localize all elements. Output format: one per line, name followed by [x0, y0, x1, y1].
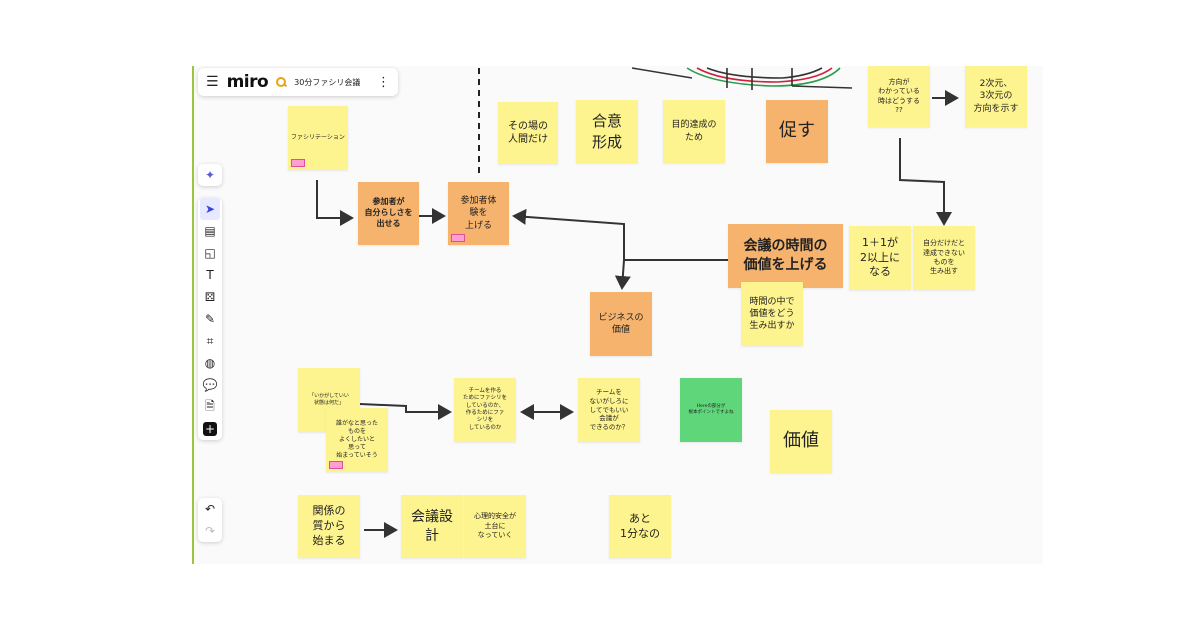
sticky-text: その場の 人間だけ	[508, 120, 548, 146]
sticky-note[interactable]: 1＋1が 2以上に なる	[849, 226, 911, 290]
shapes-icon[interactable]: ⚄	[204, 290, 216, 304]
sticky-text: 誰がなと思った ものを よくしたいと 思って 始まっていそう	[335, 419, 378, 460]
frame-icon[interactable]: ⌗	[206, 333, 214, 348]
sticky-tag	[451, 234, 465, 242]
connector	[316, 180, 354, 226]
miro-logo: miro	[226, 72, 269, 92]
palette-icon[interactable]: ◍	[204, 356, 216, 370]
sticky-text: 会議の時間の 価値を上げる	[743, 238, 828, 273]
sticky-text: 方向が わかっている 時はどうする ??	[878, 77, 920, 114]
sticky-note[interactable]: ファシリテーション	[288, 106, 348, 170]
connector	[512, 208, 625, 260]
ai-toolbar: ✦	[198, 164, 222, 186]
sticky-note[interactable]: 参加者が 自分らしさを 出せる	[358, 182, 419, 245]
add-icon[interactable]: +	[203, 422, 217, 436]
sticky-note[interactable]: 2次元、 3次元の 方向を示す	[965, 66, 1027, 127]
comment-icon[interactable]: 💬	[202, 378, 218, 392]
sticky-note[interactable]: 会議の時間の 価値を上げる	[728, 224, 843, 288]
sticky-note[interactable]: 参加者体 験を 上げる	[448, 182, 509, 245]
board-title[interactable]: 30分ファシリ会議	[294, 77, 361, 87]
sticky-text: 価値	[783, 430, 819, 452]
sticky-note[interactable]: 方向が わかっている 時はどうする ??	[868, 66, 930, 127]
sticky-note[interactable]: Hereの部分が 根本ポイントですよね	[680, 378, 742, 442]
sparkle-icon[interactable]: ✦	[204, 168, 216, 182]
search-icon[interactable]	[276, 77, 287, 87]
sticky-note[interactable]: 促す	[766, 100, 828, 163]
sticky-note-icon[interactable]: ◱	[204, 246, 216, 260]
board-canvas[interactable]: ファシリテーション 参加者が 自分らしさを 出せる 参加者体 験を 上げる その…	[192, 66, 1043, 564]
sticky-tag	[329, 461, 343, 469]
sticky-text: 合意 形成	[591, 112, 622, 151]
sketch-drawing	[631, 67, 853, 90]
sticky-text: チームを作る ためにファシリを しているのか、 作るためにファ シリを している…	[462, 387, 507, 431]
connector	[359, 403, 452, 420]
sticky-note[interactable]: ビジネスの 価値	[590, 292, 652, 356]
history-toolbar: ↶ ↷	[198, 498, 222, 542]
sticky-note[interactable]: チームを ないがしろに してでもいい 会議が できるのか？	[578, 378, 640, 442]
sticky-text: 時間の中で 価値をどう 生み出すか	[749, 296, 795, 332]
sticky-text: 目的達成の ため	[671, 120, 717, 143]
sticky-text: 「いかがしていい 状態は何だ」	[309, 393, 349, 406]
sticky-text: 関係の 質から 始まる	[312, 504, 346, 547]
sticky-text: 2次元、 3次元の 方向を示す	[973, 79, 1019, 114]
select-cursor-icon[interactable]: ➤	[200, 198, 220, 220]
sticky-note[interactable]: 時間の中で 価値をどう 生み出すか	[741, 282, 803, 346]
sticky-note[interactable]: チームを作る ためにファシリを しているのか、 作るためにファ シリを している…	[454, 378, 516, 442]
sticky-note[interactable]: 価値	[770, 410, 832, 473]
board-edge	[192, 66, 194, 564]
sticky-note[interactable]: 関係の 質から 始まる	[298, 495, 360, 558]
pen-icon[interactable]: ✎	[204, 312, 216, 326]
board-header: ☰ miro 30分ファシリ会議 ⋮	[198, 68, 398, 96]
sticky-text: 参加者体 験を 上げる	[460, 196, 497, 231]
text-icon[interactable]: T	[206, 268, 214, 282]
sticky-text: チームを ないがしろに してでもいい 会議が できるのか？	[589, 388, 629, 432]
more-options-icon[interactable]: ⋮	[377, 74, 390, 90]
undo-icon[interactable]: ↶	[204, 502, 216, 516]
sticky-tag	[291, 159, 305, 167]
sticky-note[interactable]: 誰がなと思った ものを よくしたいと 思って 始まっていそう	[326, 408, 388, 472]
sticky-text: ビジネスの 価値	[598, 312, 644, 335]
sticky-text: 自分だけだと 達成できない ものを 生み出す	[923, 239, 965, 276]
connector	[899, 138, 952, 226]
sticky-note[interactable]: 心理的安全が 土台に なっていく	[464, 495, 526, 558]
sticky-text: 心理的安全が 土台に なっていく	[474, 512, 516, 540]
sticky-note[interactable]: 自分だけだと 達成できない ものを 生み出す	[913, 226, 975, 290]
sticky-text: ファシリテーション	[291, 133, 345, 141]
sticky-note[interactable]: 会議設 計	[401, 495, 463, 558]
connectors-layer	[316, 67, 959, 538]
connector	[614, 259, 728, 290]
sticky-text: 促す	[779, 120, 815, 142]
sticky-text: あと 1分なの	[620, 511, 660, 540]
sticky-note[interactable]: 合意 形成	[576, 100, 638, 163]
creation-toolbar: ➤ ▤ ◱ T ⚄ ✎ ⌗ ◍ 💬 🗎 +	[198, 198, 222, 440]
sticky-note[interactable]: あと 1分なの	[609, 495, 671, 558]
sticky-text: 参加者が 自分らしさを 出せる	[364, 197, 413, 228]
sticky-text: 1＋1が 2以上に なる	[860, 235, 900, 279]
sticky-text: 会議設 計	[411, 508, 453, 544]
sticky-note[interactable]: 目的達成の ため	[663, 100, 725, 163]
menu-icon[interactable]: ☰	[206, 74, 219, 90]
document-icon[interactable]: 🗎	[205, 398, 215, 413]
redo-icon[interactable]: ↷	[204, 524, 216, 538]
sticky-text: Hereの部分が 根本ポイントですよね	[688, 403, 734, 415]
sticky-note[interactable]: その場の 人間だけ	[498, 102, 558, 164]
templates-icon[interactable]: ▤	[204, 224, 216, 238]
